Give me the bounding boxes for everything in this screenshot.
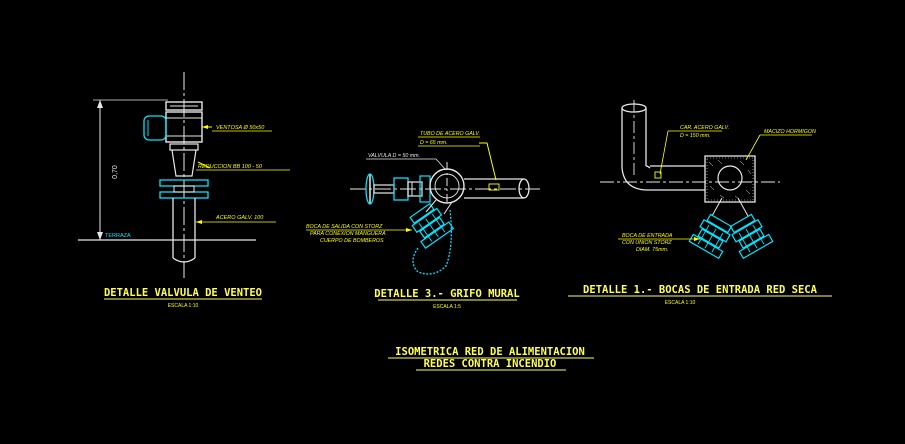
venteo-scale: ESCALA 1:10 (168, 303, 199, 309)
venteo-label-reduccion: REDUCCION BB 100 - 50 (198, 164, 263, 170)
grifo-label-valvula: VALVULA D = 50 mm. (368, 153, 420, 159)
grifo-label-boca-2: PARA CONEXION MANGUERA (310, 231, 386, 237)
main-title-line-2: REDES CONTRA INCENDIO (424, 358, 557, 370)
bocas-title: DETALLE 1.- BOCAS DE ENTRADA RED SECA (583, 284, 818, 296)
detail-venteo: 0,70 VENTOSA Ø 50x50 REDUCCION BB 100 - … (78, 72, 290, 309)
venteo-title: DETALLE VALVULA DE VENTEO (104, 287, 262, 299)
bocas-label-macizo: MACIZO HORMIGON (764, 129, 816, 135)
grifo-label-boca-3: CUERPO DE BOMBEROS (320, 238, 384, 244)
bocas-label-car-1: CAR. ACERO GALV. (680, 125, 729, 131)
venteo-label-terraza: TERRAZA (105, 233, 131, 239)
detail-grifo: TUBO DE ACERO GALV. D = 65 mm. VALVULA D… (306, 131, 540, 310)
venteo-label-acero: ACERO GALV. 100 (215, 215, 264, 221)
main-title-line-1: ISOMETRICA RED DE ALIMENTACION (395, 346, 585, 358)
bocas-label-boca-1: BOCA DE ENTRADA (622, 233, 673, 239)
main-title-block: ISOMETRICA RED DE ALIMENTACION REDES CON… (388, 346, 594, 371)
detail-bocas: CAR. ACERO GALV. D = 150 mm. MACIZO HORM… (568, 100, 832, 306)
bocas-scale: ESCALA 1:10 (665, 300, 696, 306)
bocas-label-boca-2: CON UNION STORZ (622, 240, 672, 246)
grifo-label-tubo-1: TUBO DE ACERO GALV. (420, 131, 480, 137)
venteo-dimension-label: 0,70 (112, 165, 119, 179)
bocas-label-boca-3: DIAM. 75mm. (636, 247, 668, 253)
grifo-label-tubo-2: D = 65 mm. (420, 140, 448, 146)
bocas-label-car-2: D = 150 mm. (680, 133, 710, 139)
grifo-title: DETALLE 3.- GRIFO MURAL (374, 288, 519, 300)
grifo-scale: ESCALA 1:5 (433, 304, 461, 310)
grifo-label-boca-1: BOCA DE SALIDA CON STORZ (306, 224, 383, 230)
venteo-label-ventosa: VENTOSA Ø 50x50 (216, 125, 265, 131)
